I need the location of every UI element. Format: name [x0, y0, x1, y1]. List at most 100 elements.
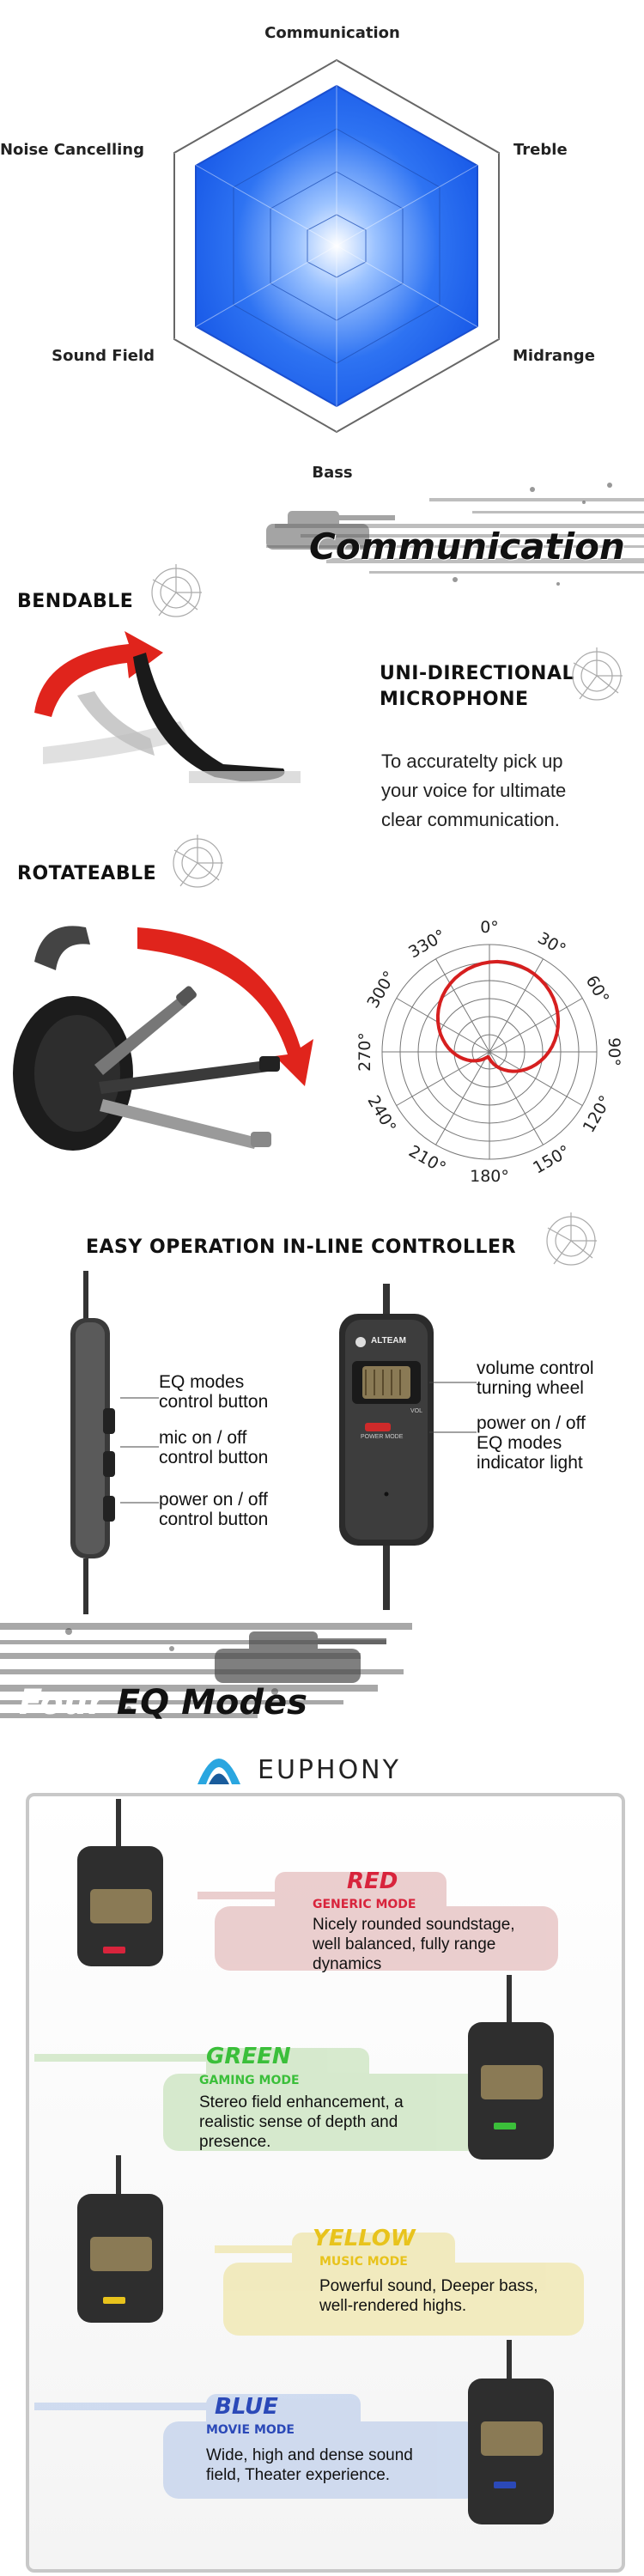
euphony-logo — [193, 1741, 245, 1786]
controller-label-volume-wheel: volume control turning wheel — [477, 1358, 594, 1398]
microphone-description: To accuratelty pick up your voice for ul… — [381, 747, 566, 835]
communication-banner-title: Communication — [309, 526, 625, 568]
radar-label-sound-field: Sound Field — [52, 347, 155, 365]
label-line: EQ modes — [159, 1372, 245, 1392]
mode-yellow-tank-bg — [215, 2233, 584, 2336]
polar-angle-label: 90° — [605, 1037, 623, 1066]
desc-line: Wide, high and dense sound — [206, 2446, 413, 2464]
polar-spoke — [435, 1051, 490, 1145]
mode-green-subtitle: GAMING MODE — [199, 2074, 300, 2087]
microphone-desc-line: To accuratelty pick up — [381, 750, 563, 772]
crosshair-icon — [167, 833, 228, 893]
mode-blue-name: BLUE — [215, 2394, 278, 2420]
euphony-logo-text: EUPHONY — [258, 1755, 401, 1785]
microphone-heading: UNI-DIRECTIONAL MICROPHONE — [380, 661, 574, 713]
controller-leader-lines — [120, 1397, 159, 1504]
label-line: mic on / off — [159, 1428, 247, 1448]
mode-red-device — [73, 1799, 167, 1971]
controller-leader-lines-right — [429, 1382, 477, 1433]
label-line: turning wheel — [477, 1378, 584, 1398]
polar-cardioid-curve — [435, 959, 561, 1073]
desc-line: presence. — [199, 2133, 271, 2151]
mode-blue-subtitle: MOVIE MODE — [206, 2423, 295, 2437]
euphony-wave-icon — [197, 1759, 240, 1784]
controller-label-power-button: power on / off control button — [159, 1490, 268, 1529]
eq-modes-banner: Four EQ Modes — [0, 1614, 644, 1735]
mode-yellow-device — [73, 2155, 167, 2327]
tank-icon — [215, 1631, 386, 1683]
polar-angle-label: 30° — [534, 928, 568, 959]
desc-line: well-rendered highs. — [319, 2297, 467, 2315]
polar-spoke — [489, 1051, 583, 1106]
radar-chart: Communication Treble Midrange Bass Sound… — [0, 0, 644, 489]
label-line: EQ modes — [477, 1433, 562, 1453]
label-line: control button — [159, 1448, 269, 1467]
label-line: indicator light — [477, 1453, 583, 1473]
polar-angle-label: 300° — [363, 968, 399, 1012]
mode-green-description: Stereo field enhancement, a realistic se… — [199, 2093, 404, 2152]
desc-line: Stereo field enhancement, a — [199, 2093, 404, 2111]
headset-rotate-illustration — [9, 910, 335, 1159]
microphone-heading-line2: MICROPHONE — [380, 689, 529, 710]
desc-line: realistic sense of depth and — [199, 2113, 398, 2131]
mode-red-subtitle: GENERIC MODE — [313, 1898, 416, 1911]
polar-svg: 330°0°30°60°90°120°150°180°210°240°270°3… — [355, 918, 623, 1186]
radar-svg: Communication Treble Midrange Bass Sound… — [0, 24, 595, 482]
polar-pattern-diagram: 330°0°30°60°90°120°150°180°210°240°270°3… — [335, 906, 644, 1198]
eq-banner-texture — [0, 1623, 412, 1718]
radar-label-midrange: Midrange — [513, 347, 595, 365]
desc-line: Powerful sound, Deeper bass, — [319, 2277, 538, 2295]
radar-label-noise-cancelling: Noise Cancelling — [0, 141, 144, 159]
grunge-texture — [266, 483, 644, 586]
label-line: power on / off — [477, 1413, 586, 1433]
label-line: power on / off — [159, 1490, 268, 1510]
mode-green-device — [464, 1975, 558, 2164]
microphone-desc-line: your voice for ultimate — [381, 780, 567, 801]
desc-line: field, Theater experience. — [206, 2466, 391, 2484]
microphone-heading-line1: UNI-DIRECTIONAL — [380, 663, 575, 684]
radar-outer-ring — [173, 58, 500, 434]
polar-spoke — [435, 958, 490, 1053]
radar-label-treble: Treble — [513, 141, 568, 159]
crosshair-icon — [567, 646, 627, 706]
eq-banner-title-part1: Four — [19, 1683, 105, 1722]
polar-angle-label: 60° — [582, 972, 613, 1006]
polar-spoke — [396, 998, 490, 1053]
desc-line: dynamics — [313, 1955, 382, 1973]
radar-label-bass: Bass — [312, 464, 352, 482]
controller-vol-text: VOL — [410, 1408, 423, 1414]
crosshair-icon — [146, 562, 206, 623]
polar-angle-label: 240° — [363, 1092, 399, 1136]
eq-banner-title-part2: EQ Modes — [116, 1683, 307, 1722]
controller-mode-text: POWER MODE — [361, 1434, 404, 1440]
mode-red-description: Nicely rounded soundstage, well balanced… — [313, 1915, 515, 1974]
mode-blue-tank-bg — [34, 2394, 481, 2499]
controller-label-mic-button: mic on / off control button — [159, 1428, 268, 1467]
radar-label-communication: Communication — [264, 24, 400, 42]
mode-red-name: RED — [347, 1868, 398, 1894]
label-line: control button — [159, 1392, 269, 1412]
label-line: volume control — [477, 1358, 594, 1378]
mode-blue-description: Wide, high and dense sound field, Theate… — [206, 2445, 413, 2485]
polar-angle-label: 330° — [405, 926, 449, 962]
mode-green-tank-bg — [34, 2048, 489, 2151]
polar-angle-label: 270° — [355, 1032, 374, 1072]
label-line: control button — [159, 1510, 269, 1529]
controller-brand: ALTEAM — [371, 1336, 406, 1346]
bend-arrow-icon — [34, 631, 163, 717]
tank-icon — [266, 511, 395, 550]
crosshair-icon — [541, 1211, 601, 1271]
controller-side-view — [52, 1271, 146, 1614]
radar-data-area — [195, 84, 478, 408]
polar-angle-label: 0° — [480, 918, 499, 937]
mode-blue-device — [464, 2340, 558, 2529]
mode-green-name: GREEN — [206, 2044, 291, 2069]
mode-red-tank-bg — [197, 1872, 558, 1971]
polar-angle-label: 150° — [530, 1142, 574, 1178]
mode-yellow-subtitle: MUSIC MODE — [319, 2255, 408, 2269]
polar-angle-label: 210° — [405, 1142, 449, 1178]
rotate-arrow-icon — [137, 927, 313, 1086]
communication-banner: Communication — [249, 464, 644, 592]
polar-angle-label: 180° — [470, 1167, 509, 1186]
bendable-mic-illustration — [26, 618, 318, 790]
